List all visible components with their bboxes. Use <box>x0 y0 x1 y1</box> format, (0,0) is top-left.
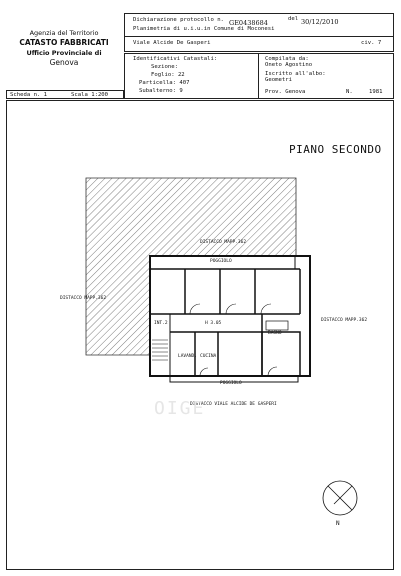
distacco-bottom-label: DISTACCO VIALE ALCIDE DE GASPERI <box>190 402 277 407</box>
catasto-title: CATASTO FABBRICATI <box>19 38 109 47</box>
agency-header: Agenzia del Territorio CATASTO FABBRICAT… <box>8 28 120 68</box>
north-arrow <box>322 480 358 516</box>
poggiolo-top-label: POGGIOLO <box>210 259 232 264</box>
protocol-number: GE0438684 <box>229 19 268 27</box>
foglio: Foglio: 22 <box>151 72 185 78</box>
cucina-label: CUCINA <box>200 354 217 359</box>
bagno-label: BAGNO <box>268 331 282 336</box>
compiled-label: Compilata da: <box>265 56 309 62</box>
sezione: Sezione: <box>151 64 178 70</box>
number-label: N. <box>346 89 353 95</box>
north-label: N <box>336 520 340 527</box>
address: Viale Alcide De Gasperi <box>133 40 211 46</box>
distacco-left-label: DISTACCO MAPP.362 <box>60 296 107 301</box>
poggiolo-bottom-label: POGGIOLO <box>220 381 242 386</box>
identifiers-box: Identificativi Catastali: Sezione: Fogli… <box>124 53 394 99</box>
register-number: 1981 <box>369 89 383 95</box>
identifiers-title: Identificativi Catastali: <box>133 56 218 62</box>
plan-title: PIANO SECONDO <box>289 143 382 156</box>
register-value: Geometri <box>265 77 292 83</box>
distacco-right-label: DISTACCO MAPP.362 <box>321 318 368 323</box>
drawing-frame <box>6 100 394 570</box>
int-label: INT.2 <box>154 321 168 326</box>
compiler-name: Oneto Agostino <box>265 62 313 68</box>
scheda-box: Scheda n. 1 Scala 1:200 <box>6 90 124 99</box>
plan-label: Planimetria di u.i.u.in Comune di Mocone… <box>133 26 275 32</box>
hatched-neighbour <box>85 177 297 356</box>
date-label: del <box>288 16 299 22</box>
office-label: Ufficio Provinciale di <box>26 49 102 57</box>
declaration-box: Dichiarazione protocollo n. GE0438684 de… <box>124 13 394 52</box>
lavand-label: LAVAND. <box>178 354 197 359</box>
office-city: Genova <box>49 58 79 67</box>
height-label: H 3.05 <box>205 321 222 326</box>
register-label: Iscritto all'albo: <box>265 71 326 77</box>
declaration-date: 30/12/2010 <box>301 18 339 26</box>
outer-walls <box>149 255 311 377</box>
distacco-top-label: DISTACCO MAPP.362 <box>200 240 247 245</box>
scale-label: Scala 1:200 <box>71 92 109 98</box>
province: Prov. Genova <box>265 89 306 95</box>
divider <box>125 36 393 37</box>
agency-name: Agenzia del Territorio <box>29 29 99 37</box>
subalterno: Subalterno: 9 <box>139 88 183 94</box>
watermark: OIGE <box>154 398 206 419</box>
particella: Particella: 407 <box>139 80 190 86</box>
protocol-label: Dichiarazione protocollo n. <box>133 17 224 23</box>
civic-number: civ. 7 <box>361 40 382 46</box>
balcony-bottom <box>169 375 299 383</box>
divider <box>258 54 259 99</box>
scheda-label: Scheda n. 1 <box>10 92 48 98</box>
